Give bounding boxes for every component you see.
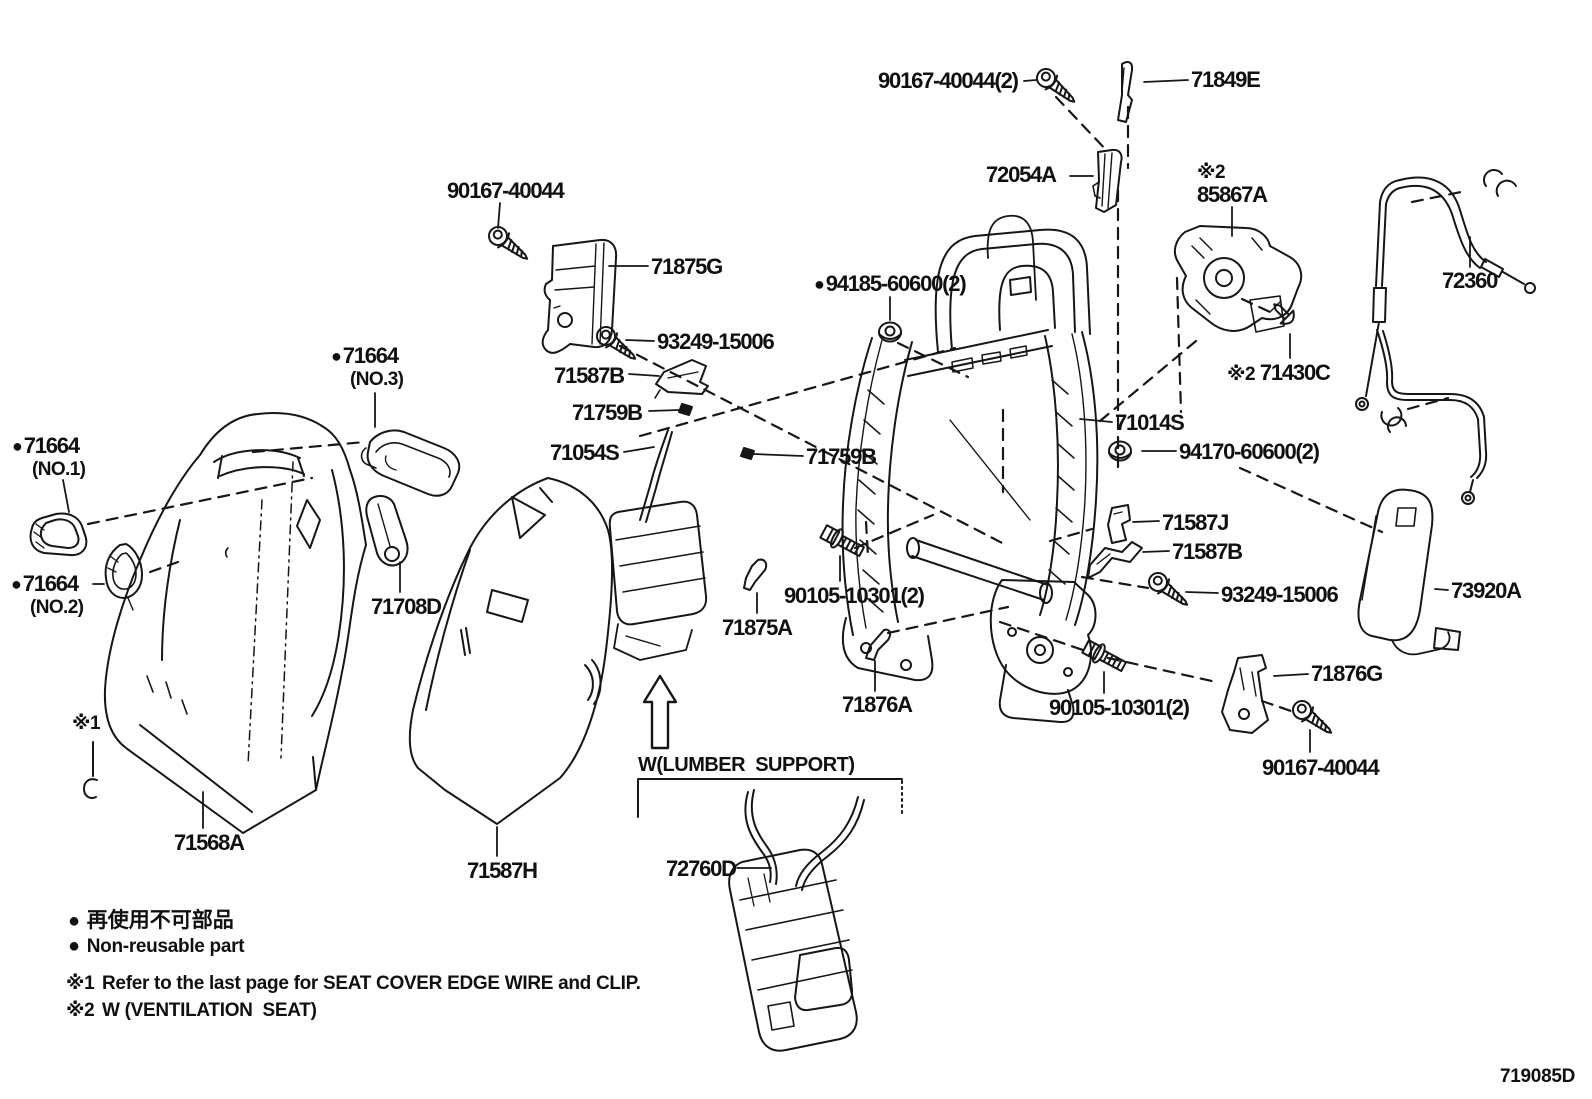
part-label-73920a: 73920A	[1451, 578, 1522, 603]
part-label-71664-no3: ●71664	[331, 343, 399, 368]
part-label-90167-40044-left: 90167-40044	[447, 178, 565, 203]
part-label-71587j: 71587J	[1162, 510, 1229, 535]
non-reusable-marker: ●	[814, 274, 825, 294]
part-label-93249-15006-left: 93249-15006	[657, 329, 775, 354]
bracket-71587b-right-drawing	[1087, 541, 1143, 579]
blower-85867a-drawing	[1173, 225, 1303, 333]
part-label-72760d: 72760D	[666, 856, 737, 881]
part-label-94170-60600: 94170-60600(2)	[1179, 439, 1320, 464]
trim-71664-no2-drawing	[104, 543, 143, 611]
bracket-71587j-drawing	[1107, 504, 1131, 544]
part-label-71430c: ※2 71430C	[1227, 360, 1331, 385]
part-label-72054a: 72054A	[986, 162, 1057, 187]
part-label-85867a: 85867A	[1197, 182, 1268, 207]
non-reusable-marker: ●	[68, 935, 80, 957]
part-label-71875a: 71875A	[722, 615, 793, 640]
part-label-72360: 72360	[1442, 268, 1498, 293]
trim-71664-no1-drawing	[29, 512, 88, 557]
part-label-71664-no2: ●71664	[11, 571, 79, 596]
figure-number: 719085D	[1500, 1066, 1576, 1087]
bracket-71875g-drawing	[541, 238, 618, 354]
legend-en: ● Non-reusable part	[68, 935, 245, 957]
seat-cover-edge-ref1: ※1	[72, 713, 101, 734]
leader-lines	[62, 79, 1471, 869]
bracket-71875a-drawing	[743, 558, 768, 591]
release-cable-drawing	[1355, 169, 1536, 505]
part-label-71587h: 71587H	[467, 858, 538, 883]
part-label-90105-10301-left: 90105-10301(2)	[784, 583, 925, 608]
part-label-71587b-right: 71587B	[1172, 539, 1243, 564]
lumbar-frame-71054s-drawing	[608, 429, 708, 661]
part-label-85867a-prefix: ※2	[1197, 162, 1226, 183]
seatback-frame-drawing	[841, 214, 1099, 724]
headrest-stay-71849e-drawing	[1117, 61, 1134, 123]
part-label-90105-10301-right: 90105-10301(2)	[1049, 695, 1190, 720]
part-label-71875g: 71875G	[651, 254, 723, 279]
non-reusable-marker: ●	[12, 436, 23, 456]
trim-71664-no3-drawing	[360, 429, 461, 497]
clip-71759b-right-drawing	[740, 447, 755, 460]
part-label-71759b-left: 71759B	[572, 400, 643, 425]
part-label-90167-40044-bottom: 90167-40044	[1262, 755, 1380, 780]
part-label-90167-40044-top: 90167-40044(2)	[878, 68, 1019, 93]
non-reusable-marker: ●	[331, 346, 342, 366]
non-reusable-marker: ●	[11, 574, 22, 594]
part-label-71876g: 71876G	[1311, 661, 1383, 686]
part-label-71876a: 71876A	[842, 692, 913, 717]
lumbar-support-callout: W(LUMBER SUPPORT)	[638, 754, 855, 776]
ref1-clip	[83, 741, 98, 799]
part-label-94185-60600: ●94185-60600(2)	[814, 271, 967, 296]
part-sublabel-71664-no3: (NO.3)	[350, 369, 404, 390]
seatback-cover-drawing	[103, 412, 367, 834]
side-shield-drawing	[1357, 488, 1461, 656]
clip-71759b-left-drawing	[678, 403, 693, 416]
part-label-71849e: 71849E	[1191, 67, 1261, 92]
seatback-pad-drawing	[408, 477, 614, 825]
part-label-71568a: 71568A	[174, 830, 245, 855]
part-label-71664-no1: ●71664	[12, 433, 80, 458]
legend-jp: ● 再使用不可部品	[68, 909, 234, 932]
bracket-71587b-left-drawing	[654, 359, 709, 399]
part-label-71759b-right: 71759B	[806, 444, 877, 469]
part-label-93249-15006-right: 93249-15006	[1221, 582, 1339, 607]
bracket-72054a-drawing	[1092, 148, 1123, 213]
lumbar-callout-bracket	[637, 674, 903, 818]
part-label-71587b-left: 71587B	[554, 363, 625, 388]
part-label-71014s: 71014S	[1115, 410, 1185, 435]
bracket-71876g-drawing	[1221, 654, 1269, 734]
part-label-71708d: 71708D	[371, 594, 442, 619]
non-reusable-marker: ●	[68, 910, 80, 932]
ventilation-seat-ref: ※2	[1227, 364, 1260, 385]
strap-71708d-drawing	[365, 495, 409, 567]
bracket-71876a-drawing	[865, 628, 892, 661]
part-sublabel-71664-no1: (NO.1)	[32, 459, 86, 480]
lumbar-support-drawing	[728, 789, 865, 1052]
part-sublabel-71664-no2: (NO.2)	[30, 597, 84, 618]
part-label-71054s: 71054S	[550, 440, 620, 465]
